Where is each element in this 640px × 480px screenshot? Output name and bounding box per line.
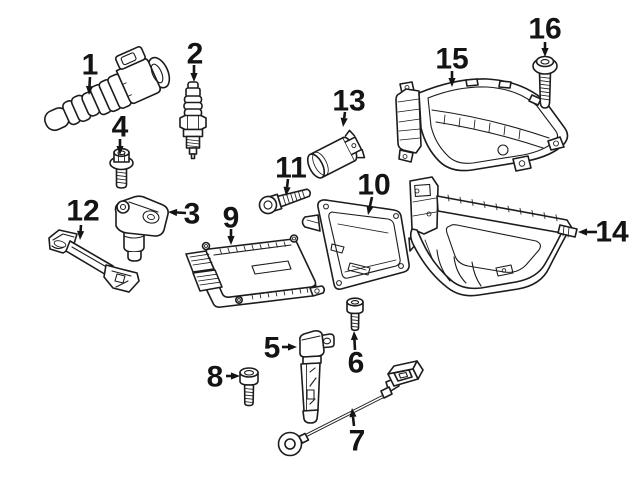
callout-number: 11: [275, 152, 307, 185]
part-1-ignition-coil: [44, 46, 171, 132]
callout-arrowhead: [350, 331, 359, 341]
part-16-screw: [532, 55, 558, 109]
part-15-upper-cover: [395, 78, 569, 172]
callout-7: 7: [349, 408, 366, 458]
part-7-knock-sensor: [277, 360, 424, 457]
part-4-bolt: [109, 147, 134, 189]
callout-arrowhead: [288, 343, 297, 351]
part-10-bracket-plate: [301, 199, 418, 290]
callout-arrowhead: [448, 78, 456, 87]
callout-14: 14: [578, 216, 629, 249]
callout-number: 1: [82, 49, 99, 82]
callout-16: 16: [528, 13, 562, 57]
callout-number: 10: [357, 169, 390, 202]
callout-arrowhead: [541, 48, 549, 57]
callout-1: 1: [82, 49, 99, 95]
callout-arrowhead: [168, 208, 178, 217]
callout-number: 8: [207, 361, 224, 394]
callout-number: 15: [435, 43, 468, 76]
callout-arrow-line: [176, 211, 187, 215]
callout-arrow-line: [285, 178, 290, 188]
callout-arrowhead: [349, 408, 357, 418]
callout-arrow-line: [353, 339, 357, 351]
callout-4: 4: [112, 111, 129, 155]
part-9-engine-control-module: [185, 234, 326, 308]
callout-number: 9: [223, 202, 240, 235]
callout-arrow-line: [88, 76, 92, 87]
callout-6: 6: [348, 331, 365, 380]
callout-number: 3: [184, 198, 201, 231]
callout-11: 11: [275, 152, 307, 196]
callout-number: 5: [264, 332, 281, 365]
callout-arrowhead: [231, 372, 240, 380]
callout-5: 5: [264, 332, 297, 365]
callout-3: 3: [168, 198, 200, 231]
callout-arrow-line: [351, 416, 356, 427]
callout-number: 14: [595, 216, 629, 249]
callout-arrowhead: [227, 236, 235, 245]
callout-arrowhead: [283, 186, 291, 196]
callout-arrowhead: [340, 117, 348, 127]
callout-13: 13: [332, 85, 366, 127]
part-11-screw: [258, 188, 312, 215]
callout-arrow-line: [368, 196, 374, 207]
callout-10: 10: [357, 169, 391, 215]
callout-number: 2: [187, 38, 204, 71]
callout-15: 15: [435, 43, 469, 87]
part-3-camshaft-position-sensor: [114, 195, 169, 262]
part-14-lower-cover: [409, 176, 578, 297]
callout-arrowhead: [77, 230, 85, 240]
callout-12: 12: [66, 195, 100, 240]
part-5-crankshaft-position-sensor: [299, 330, 335, 424]
callout-arrowhead: [116, 146, 124, 155]
part-8-bolt: [239, 367, 259, 407]
callout-arrow-line: [342, 111, 347, 119]
callout-number: 6: [348, 347, 365, 380]
callout-arrowhead: [85, 85, 94, 95]
callout-arrowhead: [190, 73, 198, 82]
part-12-bracket: [48, 229, 140, 293]
callout-number: 12: [66, 195, 99, 228]
part-2-spark-plug: [179, 81, 207, 160]
callout-number: 16: [528, 13, 561, 46]
callout-8: 8: [207, 361, 240, 394]
callout-number: 4: [112, 111, 129, 144]
callout-number: 13: [332, 85, 365, 118]
callout-arrowhead: [578, 228, 587, 236]
part-13-capacitor: [306, 129, 366, 179]
callout-2: 2: [187, 38, 204, 82]
callout-arrowhead: [366, 205, 374, 215]
callout-9: 9: [223, 202, 240, 245]
callout-number: 7: [349, 425, 366, 458]
part-6-bolt: [346, 297, 364, 332]
